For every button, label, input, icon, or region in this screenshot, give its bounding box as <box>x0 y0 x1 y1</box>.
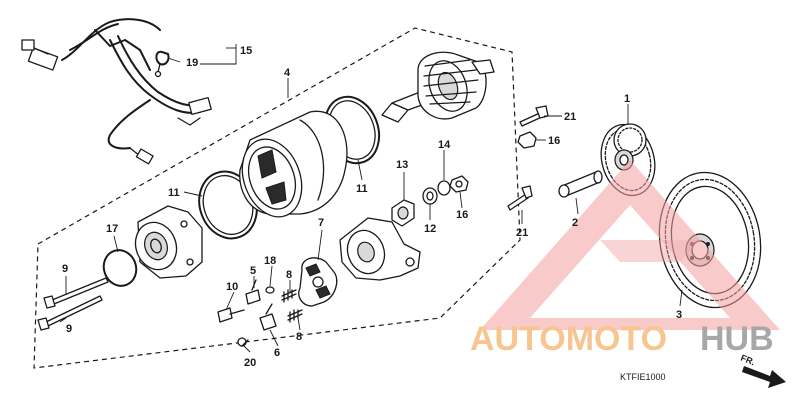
callout-11a: 11 <box>168 187 180 199</box>
front-arrow-icon <box>742 366 786 388</box>
callout-16a: 16 <box>548 135 560 147</box>
assembly-boundary <box>33 27 521 369</box>
callout-13: 13 <box>396 159 408 171</box>
callout-8a: 8 <box>286 269 292 281</box>
wire-clamp <box>154 50 170 78</box>
callout-15: 15 <box>240 45 252 57</box>
callout-20: 20 <box>244 357 256 369</box>
brushes-and-springs <box>217 279 303 347</box>
wire-harness <box>21 18 212 165</box>
rear-case <box>339 217 421 281</box>
callout-19: 19 <box>186 57 198 69</box>
callout-5: 5 <box>250 265 256 277</box>
nut-lower <box>449 175 469 193</box>
diagram-code: KTFIE1000 <box>620 372 666 382</box>
watermark-triangle <box>480 160 780 330</box>
callout-18: 18 <box>264 255 276 267</box>
nut-upper <box>517 131 537 149</box>
pinion-gear <box>391 199 415 227</box>
callout-9b: 9 <box>66 323 72 335</box>
callout-7: 7 <box>318 217 324 229</box>
leader-lines <box>59 44 683 353</box>
callout-8b: 8 <box>296 331 302 343</box>
long-bolts <box>37 277 109 331</box>
reduction-gear-shaft <box>558 170 603 198</box>
washer <box>437 180 451 196</box>
callout-4: 4 <box>284 67 291 79</box>
front-cover <box>134 205 203 279</box>
watermark-text-hub: HUB <box>700 320 774 358</box>
callout-9a: 9 <box>62 263 68 275</box>
callout-numbers: 1 2 3 4 5 6 7 8 8 9 9 10 11 11 12 13 14 … <box>62 45 682 369</box>
watermark-text-auto: AUTOMOTO <box>470 320 667 358</box>
callout-21b: 21 <box>516 227 528 239</box>
callout-14: 14 <box>438 139 451 151</box>
callout-11b: 11 <box>356 183 368 195</box>
callout-1: 1 <box>624 93 630 105</box>
thrust-washer <box>422 187 438 205</box>
callout-3: 3 <box>676 309 682 321</box>
callout-16b: 16 <box>456 209 468 221</box>
brush-holder <box>298 257 338 307</box>
armature <box>381 51 495 123</box>
callout-21a: 21 <box>564 111 576 123</box>
callout-6: 6 <box>274 347 280 359</box>
callout-2: 2 <box>572 217 578 229</box>
watermark: AUTOMOTO HUB <box>470 160 780 358</box>
callout-12: 12 <box>424 223 436 235</box>
motor-yoke <box>239 110 348 218</box>
callout-10: 10 <box>226 281 238 293</box>
callout-17: 17 <box>106 223 118 235</box>
front-o-ring <box>102 249 138 287</box>
